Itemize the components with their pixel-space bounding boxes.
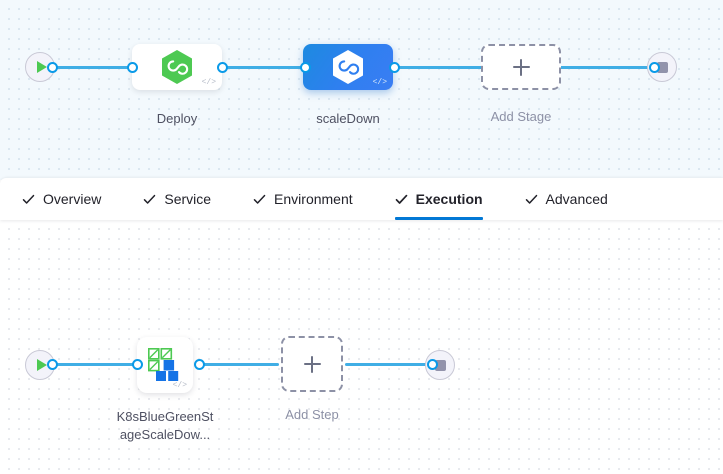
port-exec-start-output[interactable] (47, 359, 58, 370)
stage-node-deploy[interactable]: </> (132, 44, 222, 90)
plus-icon (303, 355, 321, 373)
tab-label-execution: Execution (415, 191, 483, 207)
add-stage-label: Add Stage (490, 109, 552, 124)
check-icon (22, 193, 35, 206)
step-label-line1: K8sBlueGreenSt (116, 409, 214, 424)
harness-cd-hexagon-icon (333, 50, 363, 84)
tab-label-service: Service (164, 191, 212, 207)
stop-icon (656, 61, 668, 73)
connector-deploy-to-scaledown (222, 66, 306, 69)
stage-config-tabs[interactable]: Overview Service Environment Execution A… (0, 178, 723, 220)
add-step-label: Add Step (285, 407, 339, 422)
tab-execution[interactable]: Execution (394, 178, 483, 220)
port-exec-end-input[interactable] (427, 359, 438, 370)
connector-step-to-addstep (199, 363, 279, 366)
port-start-output[interactable] (47, 62, 58, 73)
connector-addstep-to-end (345, 363, 431, 366)
execution-step-canvas[interactable]: </> K8sBlueGreenSt ageScaleDow... Add St… (0, 220, 723, 474)
connector-start-to-deploy (48, 66, 142, 69)
play-icon (36, 359, 47, 371)
code-badge-icon: </> (172, 381, 187, 390)
stop-icon (434, 359, 446, 371)
port-scaledown-input[interactable] (300, 62, 311, 73)
step-label-line2: ageScaleDow... (119, 427, 211, 442)
k8s-blue-green-squares-icon (148, 348, 179, 381)
port-scaledown-output[interactable] (389, 62, 400, 73)
code-badge-icon: </> (201, 78, 216, 87)
port-step-output[interactable] (194, 359, 205, 370)
check-icon (395, 193, 408, 206)
port-deploy-output[interactable] (217, 62, 228, 73)
stage-label-deploy: Deploy (156, 111, 198, 126)
tab-advanced[interactable]: Advanced (525, 178, 608, 220)
tab-environment[interactable]: Environment (253, 178, 353, 220)
stage-label-scaledown: scaleDown (316, 111, 380, 126)
add-step-button[interactable] (281, 336, 343, 392)
tab-label-overview: Overview (43, 191, 102, 207)
step-node-k8s-bluegreen-scaledown[interactable]: </> (137, 337, 193, 393)
connector-scaledown-to-addstage (394, 66, 484, 69)
pipeline-start-node[interactable] (25, 52, 55, 82)
check-icon (253, 193, 266, 206)
port-end-input[interactable] (649, 62, 660, 73)
check-icon (143, 193, 156, 206)
check-icon (525, 193, 538, 206)
tab-label-advanced: Advanced (545, 191, 608, 207)
play-icon (36, 61, 47, 73)
connector-addstage-to-end (558, 66, 654, 69)
stage-node-scaledown[interactable]: </> (303, 44, 393, 90)
plus-icon (512, 58, 530, 76)
harness-cd-hexagon-icon (162, 50, 192, 84)
code-badge-icon: </> (372, 78, 387, 87)
add-stage-button[interactable] (481, 44, 561, 90)
tab-label-environment: Environment (274, 191, 353, 207)
port-deploy-input[interactable] (127, 62, 138, 73)
tab-overview[interactable]: Overview (22, 178, 101, 220)
pipeline-stage-canvas[interactable]: </> Deploy </> scaleDown Add Stage (0, 0, 723, 180)
connector-start-to-step (48, 363, 142, 366)
active-tab-underline (394, 217, 483, 220)
port-step-input[interactable] (132, 359, 143, 370)
tab-service[interactable]: Service (143, 178, 211, 220)
